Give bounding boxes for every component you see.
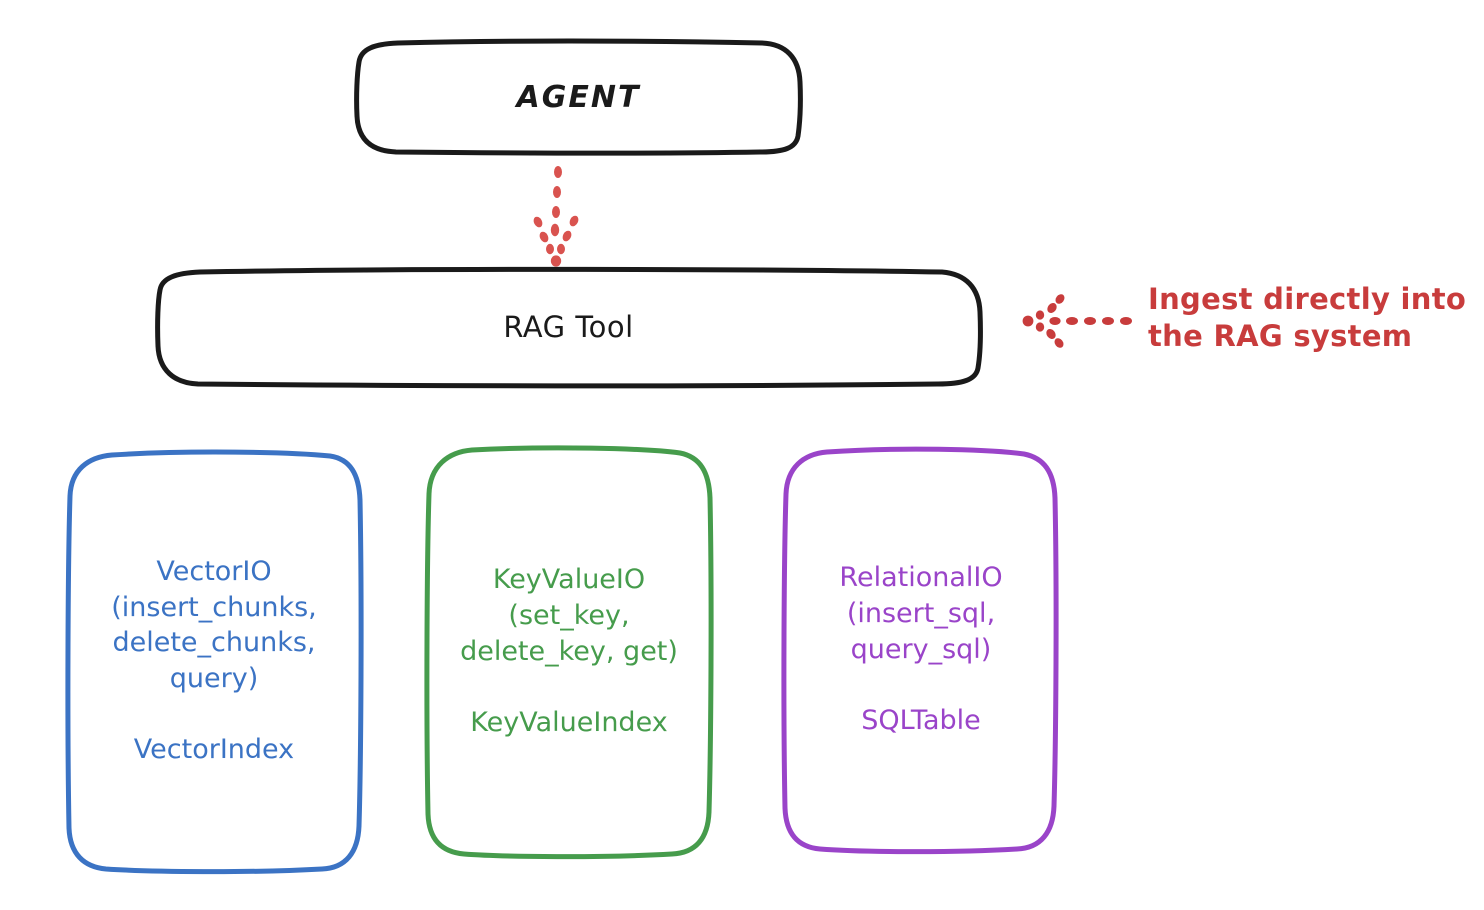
key-value-io-box-outline xyxy=(424,445,714,860)
agent-box-outline xyxy=(354,38,803,156)
rag-tool-node[interactable] xyxy=(155,266,983,389)
agent-node[interactable] xyxy=(354,38,803,156)
relational-io-node[interactable] xyxy=(781,446,1059,855)
ingest-arrow xyxy=(1022,294,1132,348)
vector-io-box-outline xyxy=(65,449,364,875)
vector-io-node[interactable] xyxy=(65,449,364,875)
ingest-annotation-text: Ingest directly into the RAG system xyxy=(1148,282,1467,354)
relational-io-box-outline xyxy=(781,446,1059,855)
rag-tool-box-outline xyxy=(155,266,983,389)
key-value-io-node[interactable] xyxy=(424,445,714,860)
agent-to-rag-tool-arrow xyxy=(533,166,579,267)
